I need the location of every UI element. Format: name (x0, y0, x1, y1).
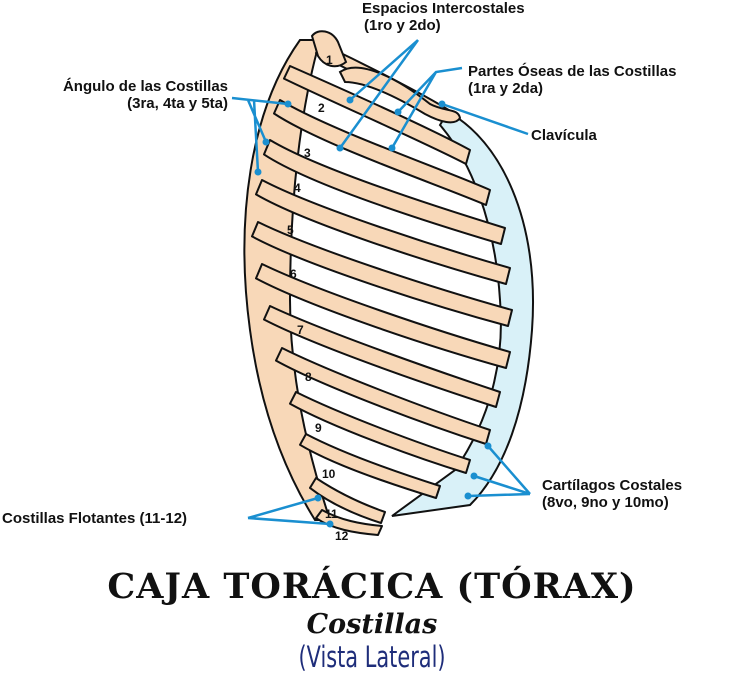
rib-1-head (310, 30, 348, 68)
rib-number-12: 12 (335, 529, 349, 543)
rib-number-9: 9 (315, 421, 322, 435)
rib-shape (283, 65, 471, 165)
label-espacios-intercostales: Espacios Intercostales (1ro y 2do) (362, 0, 525, 34)
rib-number-10: 10 (322, 467, 336, 481)
pointer-lines (231, 39, 531, 526)
pointer-angulo (231, 96, 289, 173)
rib-number-7: 7 (297, 323, 304, 337)
rib-shape (289, 391, 471, 474)
rib-shape (255, 179, 511, 285)
rib-shape (273, 99, 491, 206)
rib-shape (309, 477, 386, 524)
rib-shape (255, 263, 511, 369)
rib-shape (299, 433, 441, 499)
label-cartilagos-line2: (8vo, 9no y 10mo) (542, 494, 669, 511)
rib-number-1: 1 (326, 53, 333, 67)
pointer-dots (254, 96, 492, 528)
rib-number-4: 4 (294, 181, 301, 195)
rib-number-3: 3 (304, 146, 311, 160)
label-partes-line2: (1ra y 2da) (468, 80, 544, 97)
label-espacios-line1: Espacios Intercostales (362, 0, 525, 17)
rib-number-11: 11 (325, 507, 338, 521)
label-clavicula: Clavícula (531, 127, 597, 144)
view-caption: (Vista Lateral) (298, 640, 446, 674)
pointer-partes (390, 66, 463, 149)
rib-number-8: 8 (305, 370, 312, 384)
rib-number-2: 2 (318, 101, 325, 115)
pointer-flotantes (247, 496, 331, 526)
rib-shape (263, 305, 501, 408)
label-cartilagos-costales: Cartílagos Costales (8vo, 9no y 10mo) (542, 477, 682, 511)
label-espacios-line2: (1ro y 2do) (364, 17, 441, 34)
label-angulo-line1: Ángulo de las Costillas (62, 78, 228, 95)
rib-shape (263, 139, 506, 245)
pointer-cartilagos (467, 445, 531, 498)
page-subtitle: Costillas (306, 609, 438, 640)
page-title: CAJA TORÁCICA (TÓRAX) (107, 566, 637, 607)
pointer-clavicula (441, 102, 529, 136)
label-angulo-costillas: Ángulo de las Costillas (3ra, 4ta y 5ta) (63, 78, 228, 112)
label-costillas-flotantes: Costillas Flotantes (11-12) (2, 510, 188, 527)
label-partes-oseas: Partes Óseas de las Costillas (1ra y 2da… (468, 63, 676, 97)
rib-number-5: 5 (287, 223, 294, 237)
pointer-espacios (338, 39, 420, 149)
label-angulo-line2: (3ra, 4ta y 5ta) (127, 95, 228, 112)
label-cartilagos-line1: Cartílagos Costales (542, 477, 683, 494)
rib-number-6: 6 (290, 267, 297, 281)
label-partes-line1: Partes Óseas de las Costillas (468, 63, 677, 80)
ribs-group (251, 43, 513, 536)
rib-shape (251, 221, 513, 327)
